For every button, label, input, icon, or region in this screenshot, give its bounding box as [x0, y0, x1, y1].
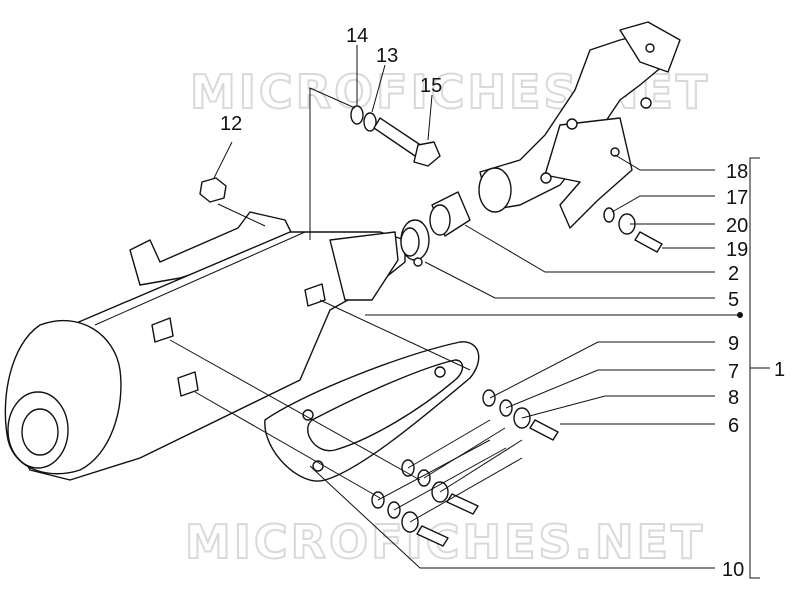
washer-part-14 [350, 105, 364, 125]
leader-15 [427, 94, 433, 141]
leader-9-lower2 [377, 439, 491, 501]
pipe-stud [640, 97, 652, 109]
leader-17 [611, 195, 715, 213]
muffler-top-bracket [129, 211, 296, 286]
leader-9 [489, 341, 715, 399]
leader-5 [424, 261, 715, 299]
screw-lower-1 [446, 493, 479, 515]
leader-7-lower [423, 427, 506, 479]
heat-shield [264, 341, 480, 482]
callout-12: 12 [220, 113, 242, 135]
body-leader-dot [737, 312, 743, 318]
bolt-head-part-15 [413, 141, 441, 167]
leader-12 [213, 141, 233, 179]
muffler-seam [94, 231, 306, 326]
screw-part-19 [634, 231, 663, 253]
callout-8: 8 [728, 387, 739, 409]
pipe-bracket [544, 117, 633, 229]
tail-pipe-inner [21, 408, 59, 456]
leader-2 [464, 224, 715, 273]
leader-stud-3 [319, 299, 471, 371]
exhaust-pipe-inlet [478, 167, 512, 213]
gasket-sleeve-part-2 [429, 191, 471, 237]
clamp-ring-inner [400, 227, 420, 257]
callout-5: 5 [728, 289, 739, 311]
leader-lines [169, 45, 770, 579]
leader-stud-2 [194, 391, 381, 499]
callout-1: 1 [774, 359, 785, 381]
leader-8-lower2 [409, 457, 523, 523]
leader-9-lower [407, 419, 491, 469]
nut-part-12 [199, 177, 227, 203]
leader-7-lower2 [393, 447, 507, 511]
bracket-hole-2 [540, 172, 552, 184]
screw-lower-2 [416, 525, 449, 547]
leader-18 [614, 154, 715, 171]
leader-stud-1 [169, 339, 421, 481]
washer-part-17 [603, 207, 615, 223]
callout-9: 9 [728, 333, 739, 355]
callout-10: 10 [722, 559, 744, 581]
bolt-assembly-13-14-15 [350, 105, 441, 167]
callout-18: 18 [726, 161, 748, 183]
weld-nut-bracket-2 [151, 317, 174, 343]
clamp-bolt [413, 257, 423, 267]
sleeve-end [429, 204, 451, 236]
screw-part-6 [529, 419, 559, 441]
leader-8 [521, 395, 715, 419]
leader-12-to-bracket [217, 203, 266, 227]
callout-20: 20 [726, 215, 748, 237]
callout-14: 14 [346, 25, 368, 47]
leader-7 [505, 369, 715, 409]
muffler [4, 211, 406, 481]
bracket-hole-1 [566, 118, 578, 130]
leader-13 [371, 64, 386, 113]
flange-stud [645, 43, 655, 53]
callout-17: 17 [726, 187, 748, 209]
heat-shield-inner [307, 359, 464, 452]
bracket-hole-3 [610, 147, 620, 157]
weld-nut-bracket-3 [177, 371, 199, 397]
callout-7: 7 [728, 361, 739, 383]
exhaust-pipe [478, 21, 681, 229]
washer-part-13 [363, 112, 377, 132]
muffler-cone [329, 231, 399, 301]
callout-13: 13 [376, 45, 398, 67]
callout-labels: 14 13 15 12 18 17 20 19 2 5 9 7 1 8 6 10 [220, 25, 785, 581]
callout-19: 19 [726, 239, 748, 261]
leader-14 [309, 87, 356, 240]
callout-2: 2 [728, 263, 739, 285]
spacer-part-9 [482, 389, 496, 407]
callout-15: 15 [420, 75, 442, 97]
leader-10 [309, 465, 715, 569]
heat-shield-hole-3 [434, 366, 446, 378]
callout-6: 6 [728, 415, 739, 437]
clamp-part-5 [400, 219, 430, 267]
leader-8-lower [439, 439, 523, 493]
